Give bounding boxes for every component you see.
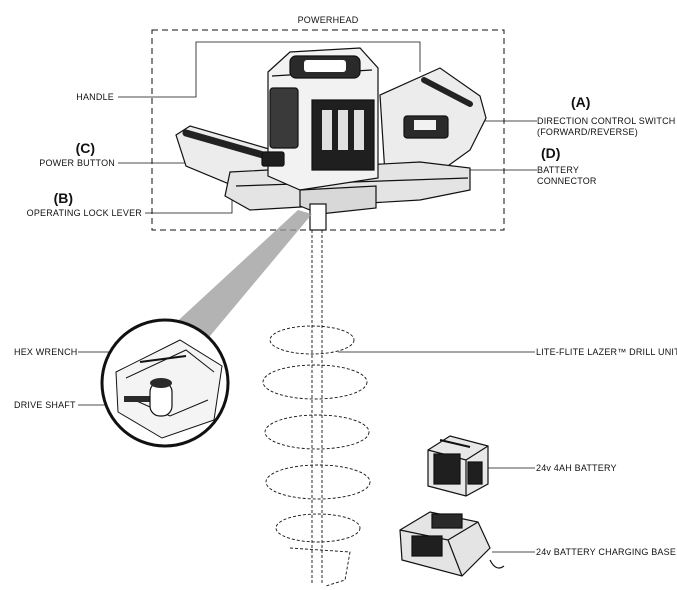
power-button-letter: (C) <box>75 140 95 156</box>
drill-unit-label: LITE-FLITE LAZER™ DRILL UNIT <box>536 347 677 357</box>
direction-switch-letter: (A) <box>571 94 591 110</box>
battery-connector-label-line2: CONNECTOR <box>537 176 597 186</box>
auger-illustration <box>262 230 371 587</box>
battery-connector-label-line1: BATTERY <box>537 165 580 175</box>
direction-switch-label-line1: DIRECTION CONTROL SWITCH <box>537 116 676 126</box>
handle-label: HANDLE <box>76 92 114 102</box>
battery-illustration <box>427 435 489 497</box>
powerhead-illustration <box>175 47 487 231</box>
power-button-label: POWER BUTTON <box>39 158 115 168</box>
charging-base-label: 24v BATTERY CHARGING BASE <box>536 547 677 557</box>
hex-wrench-label: HEX WRENCH <box>14 347 78 357</box>
powerhead-label: POWERHEAD <box>297 15 359 25</box>
lock-lever-label: OPERATING LOCK LEVER <box>26 208 142 218</box>
drive-shaft-detail <box>100 210 312 448</box>
powerhead-dashed-box <box>151 29 505 231</box>
charger-illustration <box>399 511 505 577</box>
lock-lever-letter: (B) <box>53 190 73 206</box>
drive-shaft-label: DRIVE SHAFT <box>14 400 76 410</box>
direction-switch-label-line2: (FORWARD/REVERSE) <box>537 127 638 137</box>
battery-label: 24v 4AH BATTERY <box>536 463 617 473</box>
battery-connector-letter: (D) <box>541 145 561 161</box>
